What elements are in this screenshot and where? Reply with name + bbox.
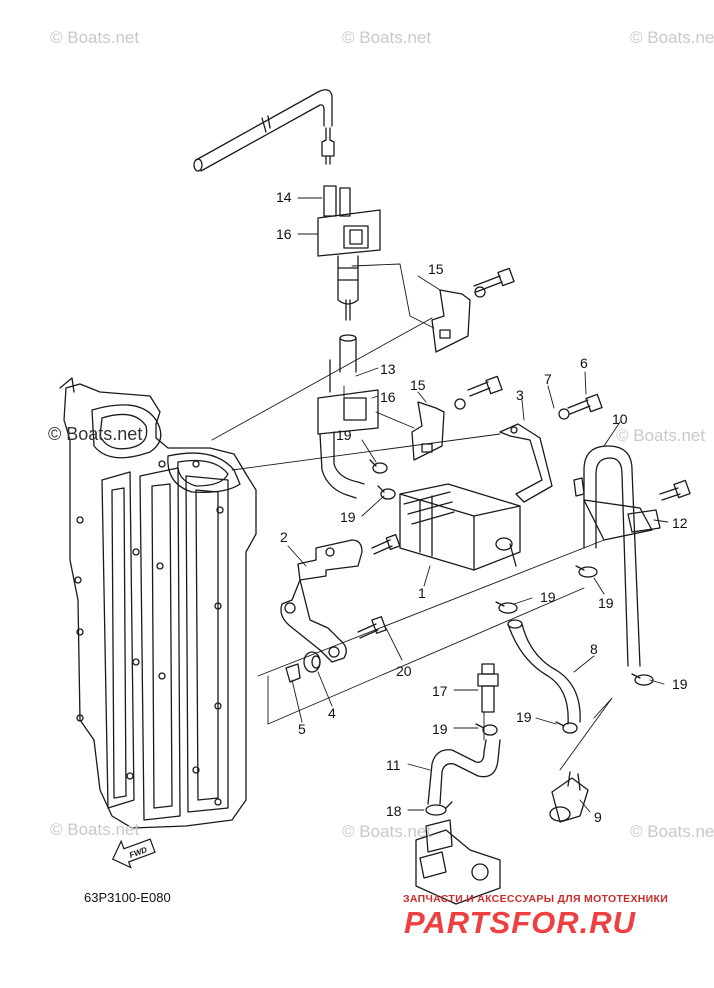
callout-10: 10 — [612, 411, 628, 427]
hose-8 — [507, 619, 581, 725]
watermark: © Boats.net — [616, 426, 706, 445]
callout-2: 2 — [280, 529, 288, 545]
middle-valve-assembly — [317, 334, 379, 499]
bracket-15-upper — [431, 289, 471, 353]
cylinder-head-plate — [59, 377, 257, 829]
callout-9: 9 — [594, 809, 602, 825]
canister-1 — [399, 483, 521, 571]
leader-lines — [211, 263, 613, 771]
watermark: © Boats.net — [342, 822, 432, 841]
watermark: © Boats.net — [50, 28, 140, 47]
callout-6: 6 — [580, 355, 588, 371]
clamps-19 — [369, 459, 654, 736]
callout-19: 19 — [336, 427, 352, 443]
bracket-3 — [499, 423, 553, 503]
grommet-4 — [303, 651, 321, 673]
callout-16: 16 — [380, 389, 396, 405]
callout-4: 4 — [328, 705, 336, 721]
hose-11 — [427, 739, 501, 805]
watermark: © Boats.net — [342, 28, 432, 47]
callout-17: 17 — [432, 683, 448, 699]
callout-7: 7 — [544, 371, 552, 387]
bracket-15-lower — [411, 401, 445, 461]
callout-19: 19 — [516, 709, 532, 725]
bolts — [357, 267, 691, 639]
bracket-2 — [280, 539, 363, 663]
callout-11: 11 — [386, 757, 401, 773]
callout-19: 19 — [340, 509, 356, 525]
diagram-code: 63P3100-E080 — [84, 890, 171, 905]
fitting-17 — [477, 663, 499, 713]
callout-3: 3 — [516, 387, 524, 403]
callout-8: 8 — [590, 641, 598, 657]
callout-12: 12 — [672, 515, 688, 531]
brand-subtitle: ЗАПЧАСТИ И АКСЕССУАРЫ ДЛЯ МОТОТЕХНИКИ — [403, 893, 669, 905]
callout-13: 13 — [380, 361, 396, 377]
callout-leaders — [287, 197, 669, 813]
watermark: © Boats.net — [48, 424, 143, 444]
filter-9 — [549, 771, 589, 823]
callout-19: 19 — [672, 676, 688, 692]
callout-19: 19 — [598, 595, 614, 611]
watermark: © Boats.net — [630, 28, 714, 47]
callout-18: 18 — [386, 803, 402, 819]
callout-1: 1 — [418, 585, 426, 601]
clip-18 — [425, 801, 453, 816]
callout-16: 16 — [276, 226, 292, 242]
fwd-arrow: FWD — [111, 838, 156, 869]
callout-19: 19 — [540, 589, 556, 605]
brand-logo: PARTSFOR.RU — [404, 905, 637, 940]
bracket-10 — [573, 445, 661, 667]
callout-15: 15 — [410, 377, 426, 393]
callout-20: 20 — [396, 663, 412, 679]
watermark: © Boats.net — [630, 822, 714, 841]
callout-19: 19 — [432, 721, 448, 737]
upper-valve-assembly — [317, 185, 381, 321]
callout-5: 5 — [298, 721, 306, 737]
grommet-5 — [285, 663, 301, 683]
fuel-fitting-body — [415, 819, 501, 905]
vent-hose-top — [193, 89, 335, 172]
callout-14: 14 — [276, 189, 292, 205]
callout-15: 15 — [428, 261, 444, 277]
watermark: © Boats.net — [50, 820, 140, 839]
